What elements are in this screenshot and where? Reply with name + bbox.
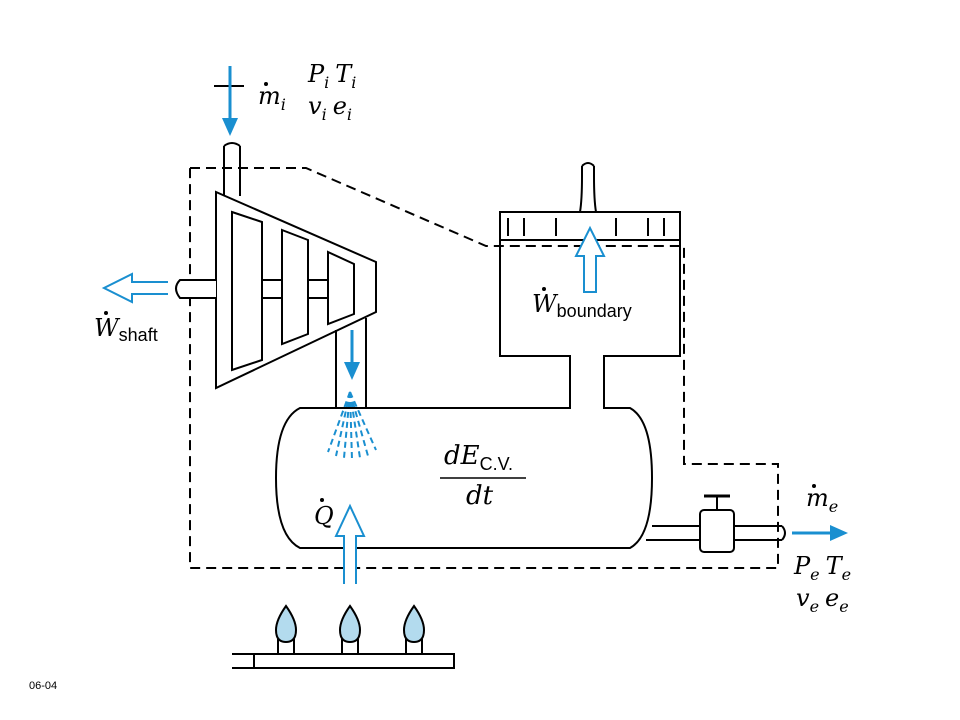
boundary-work-dot [542,287,546,291]
exit-flow-arrow [792,525,848,541]
figure-label: 06-04 [29,680,58,692]
exit-mass-flow-label: me [806,484,838,516]
shaft-work-label: Wshaft [94,314,158,345]
inlet-mass-flow-label: mi [258,82,286,114]
heat-label: Q [314,502,334,530]
turbine-exhaust-pipe [335,318,367,408]
energy-rate-expression: dEC.V. dt [440,441,526,511]
inlet-mass-flow-dot [264,82,268,86]
boundary-work-arrow [574,225,606,293]
tank-icon [274,211,681,549]
boundary-work-label: Wboundary [532,290,632,321]
burner-icon [232,653,455,669]
heat-arrow [334,503,366,584]
control-volume-boundary [189,167,779,569]
turbine-icon [215,190,377,390]
exhaust-flow-arrow [344,330,360,380]
shaft-work-arrow [101,272,168,304]
inlet-flow-arrow [214,66,244,136]
shaft [175,279,328,299]
heat-dot [320,498,324,502]
valve-icon [699,494,735,553]
inlet-pipe [223,142,241,196]
exit-pipe [646,525,786,541]
svg-text:dt: dt [466,481,494,511]
svg-text:dEC.V.: dEC.V. [444,441,513,474]
shaft-work-dot [104,311,108,315]
exit-mass-flow-dot [812,484,816,488]
burner-flame-icon [274,604,426,655]
spray-nozzle-icon [327,391,377,461]
